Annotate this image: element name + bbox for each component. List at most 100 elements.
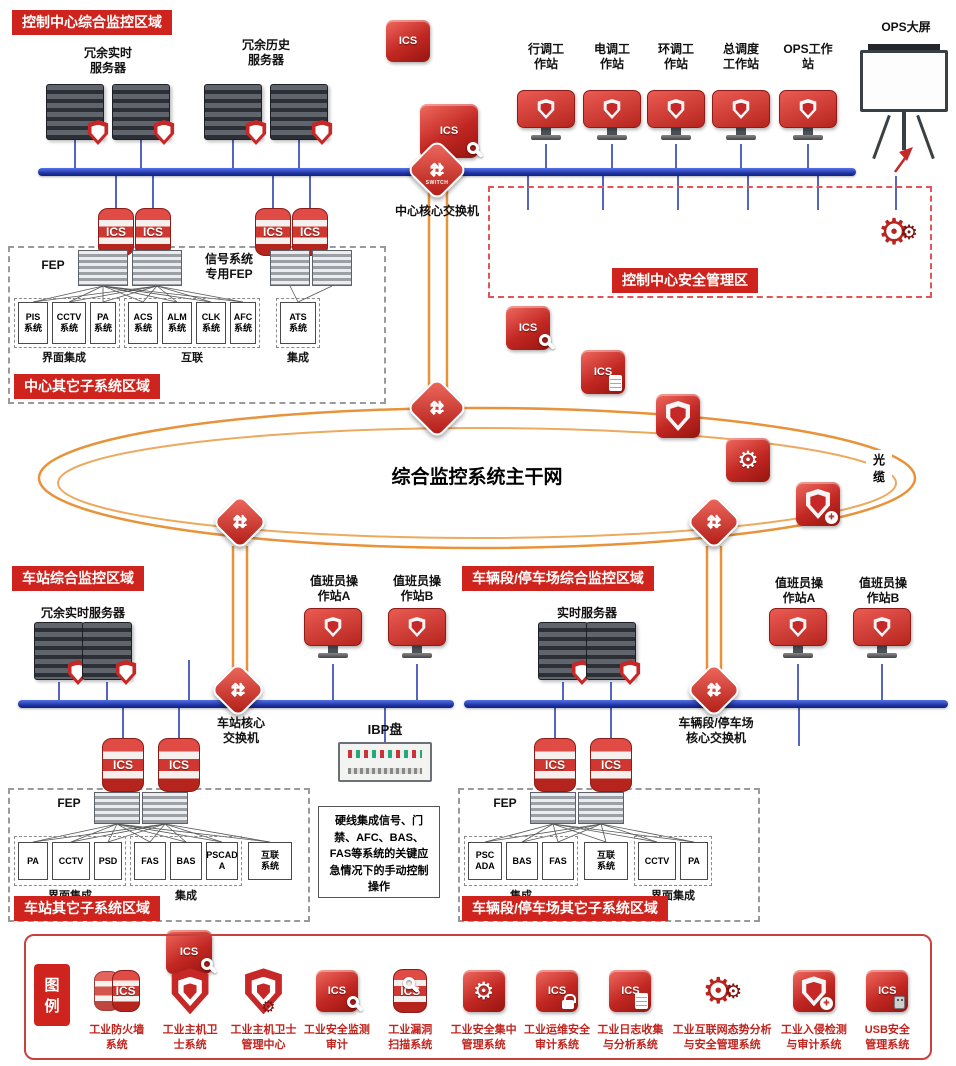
gear-icon [734, 979, 742, 1004]
shield-icon [603, 99, 621, 119]
backbone-title: 综合监控系统主干网 [367, 462, 587, 489]
manual-control-note: 硬线集成信号、门禁、AFC、BAS、FAS等系统的关键应急情况下的手动控制操作 [318, 806, 440, 898]
usb-security-icon: ICS [866, 965, 909, 1017]
ring-switch-left-icon [211, 493, 269, 551]
subsystem-alm: ALM 系统 [162, 302, 192, 344]
industrial-firewall-icon: ICS [590, 738, 632, 792]
subsystem-fas: FAS [542, 842, 574, 880]
control-center-banner: 控制中心综合监控区域 [12, 10, 172, 35]
depot-operator-b-label: 值班员操 作站B [858, 576, 907, 605]
operator-b-label: 值班员操 作站B [392, 574, 441, 603]
host-guard-badge-icon [619, 660, 641, 685]
fep-rack-icon [94, 792, 140, 824]
station-server-label: 冗余实时服务器 [40, 606, 125, 620]
legend-item: 工业主机卫 士系统 [153, 944, 226, 1052]
industrial-firewall-icon: ICS [98, 208, 134, 256]
host-guard-icon [170, 965, 210, 1017]
log-collection-icon: ICS [581, 350, 625, 394]
shield-icon [537, 99, 555, 119]
intrusion-detection-icon: + [796, 482, 840, 526]
depot-server-icon-1 [538, 622, 593, 685]
shield-icon [799, 99, 817, 119]
industrial-firewall-icon: ICS [534, 738, 576, 792]
workstation-label-2: 电调工 作站 [593, 42, 630, 71]
subsystem-fas: FAS [134, 842, 166, 880]
legend-item: ⚙ 工业主机卫士 管理中心 [227, 944, 300, 1052]
host-guard-badge-icon [87, 120, 109, 145]
ops-screen-label: OPS大屏 [881, 20, 931, 34]
security-zone-banner: 控制中心安全管理区 [612, 268, 758, 293]
security-zone-box [488, 186, 932, 298]
integration-group-label: 集成 [287, 352, 309, 364]
depot-server-label: 实时服务器 [556, 606, 617, 620]
workstation-icon-4 [712, 90, 770, 140]
workstation-icon-1 [517, 90, 575, 140]
station-server-icon-1 [34, 622, 89, 685]
subsystem-pscada: PSC ADA [468, 842, 502, 880]
plus-icon: + [819, 997, 833, 1011]
host-guard-badge-icon [245, 120, 267, 145]
switch-arrows-icon [696, 504, 732, 540]
backbone-ring-outer [37, 406, 917, 550]
shield-icon [408, 617, 426, 637]
legend-item: + 工业入侵检测 与审计系统 [777, 944, 850, 1052]
legend-title: 图 例 [34, 964, 70, 1026]
document-icon [609, 375, 622, 391]
industrial-firewall-icon: ICS [158, 738, 200, 792]
subsystem-cctv: CCTV [638, 842, 676, 880]
gear-icon [910, 220, 918, 245]
shield-icon [667, 99, 685, 119]
station-server-icon-2 [82, 622, 137, 685]
subsystem-bas: BAS [170, 842, 202, 880]
shield-icon [789, 617, 807, 637]
magnifier-icon [403, 977, 416, 990]
host-guard-badge-icon [311, 120, 333, 145]
document-icon [635, 993, 649, 1010]
subsystem-pis: PIS 系统 [18, 302, 48, 344]
subsystem-link: 互联 系统 [248, 842, 292, 880]
station-core-switch-icon [209, 661, 267, 719]
workstation-label-1: 行调工 作站 [527, 42, 564, 71]
host-guard-badge-icon [153, 120, 175, 145]
subsystem-link: 互联 系统 [584, 842, 628, 880]
link-group-label: 互联 [181, 352, 203, 364]
shield-icon [666, 401, 690, 431]
fep-rack-icon [578, 792, 624, 824]
magnifier-icon [201, 958, 213, 970]
ops-audit-icon: ICS [536, 965, 579, 1017]
switch-arrows-icon [696, 672, 732, 708]
ats-group-box [276, 298, 320, 348]
station-int-group-label: 集成 [175, 890, 197, 902]
depot-operator-a-label: 值班员操 作站A [774, 576, 823, 605]
depot-operator-a-icon [769, 608, 827, 658]
log-analysis-icon: ICS [609, 965, 652, 1017]
subsystem-pa: PA 系统 [90, 302, 116, 344]
host-guard-center-icon: ⚙ [243, 965, 283, 1017]
legend-item: ICS 工业防火墙 系统 [80, 944, 153, 1052]
fep-rack-icon [142, 792, 188, 824]
station-other-subsystems-banner: 车站其它子系统区域 [14, 896, 160, 921]
central-management-icon [726, 438, 770, 482]
ops-screen-icon [860, 44, 948, 164]
depot-core-switch-icon [685, 661, 743, 719]
fep-rack-icon [132, 250, 182, 286]
depot-ui-group-box [634, 836, 712, 886]
station-subsystems-box [8, 788, 310, 922]
switch-arrows-icon: SWITCH [417, 150, 457, 190]
depot-core-switch-label: 车辆段/停车场 核心交换机 [678, 716, 754, 745]
situation-analysis-icon [702, 965, 742, 1017]
station-core-switch-label: 车站核心 交换机 [216, 716, 265, 745]
fep-rack-icon [530, 792, 576, 824]
workstation-label-3: 环调工 作站 [657, 42, 694, 71]
legend-item: 工业安全集中 管理系统 [447, 944, 520, 1052]
workstation-label-4: 总调度 工作站 [722, 42, 759, 71]
center-other-subsystems-banner: 中心其它子系统区域 [14, 374, 160, 399]
magnifier-icon [467, 142, 479, 154]
security-monitor-audit-icon: ICS [315, 965, 359, 1017]
subsystem-pa: PA [18, 842, 48, 880]
legend-item: ICS USB安全 管理系统 [851, 944, 924, 1052]
link-group-box [124, 298, 260, 348]
subsystem-psd: PSD [94, 842, 122, 880]
operator-a-icon [304, 608, 362, 658]
ui-integration-label: 界面集成 [42, 352, 86, 364]
